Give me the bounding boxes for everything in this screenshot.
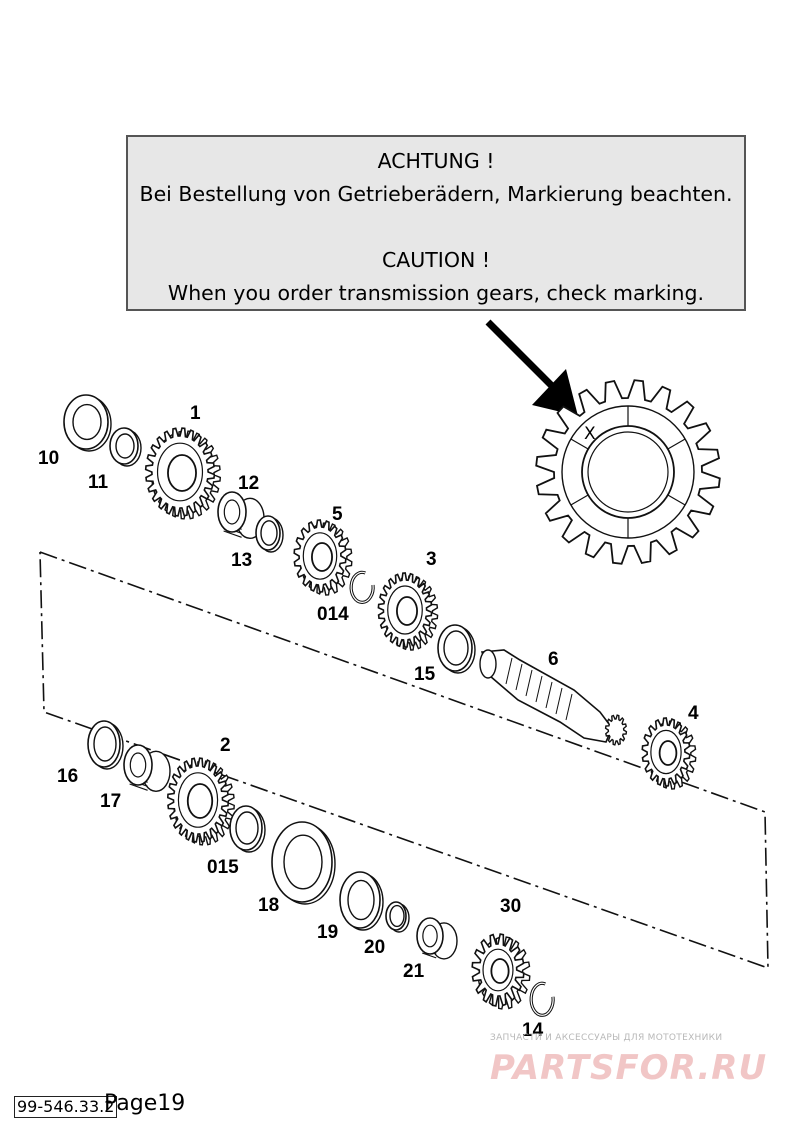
part-label-4: 4 bbox=[688, 703, 699, 724]
bearing-10 bbox=[63, 394, 112, 452]
circlip-014 bbox=[349, 570, 375, 604]
part-label-3: 3 bbox=[426, 549, 437, 570]
de-text: Bei Bestellung von Getrieberädern, Marki… bbox=[139, 182, 733, 206]
marking-x: X bbox=[584, 424, 596, 444]
part-label-14: 14 bbox=[522, 1020, 544, 1041]
part-label-16: 16 bbox=[57, 766, 79, 787]
part-label-19: 19 bbox=[317, 922, 339, 943]
gear-4 bbox=[641, 717, 697, 790]
washer-11 bbox=[109, 427, 142, 467]
part-label-20: 20 bbox=[364, 937, 386, 958]
o-ring-20 bbox=[385, 901, 410, 933]
caution-callout: ACHTUNG ! Bei Bestellung von Getrieberäd… bbox=[126, 135, 746, 311]
part-label-015: 015 bbox=[207, 857, 239, 878]
gear-2 bbox=[166, 757, 235, 846]
needle-bearing-17 bbox=[123, 744, 171, 792]
marking-arrow bbox=[485, 319, 561, 395]
part-label-2: 2 bbox=[220, 735, 231, 756]
page-number: Page19 bbox=[104, 1091, 186, 1116]
part-label-18: 18 bbox=[258, 895, 280, 916]
gear-5 bbox=[293, 519, 353, 596]
bearing-18 bbox=[271, 821, 336, 905]
watermark-tagline: ЗАПЧАСТИ И АКСЕССУАРЫ ДЛЯ МОТОТЕХНИКИ bbox=[490, 1033, 723, 1043]
gear-3 bbox=[377, 572, 439, 651]
marked-gear-detail bbox=[535, 379, 721, 565]
de-heading: ACHTUNG ! bbox=[377, 149, 495, 173]
part-label-5: 5 bbox=[332, 504, 343, 525]
part-label-1: 1 bbox=[190, 403, 201, 424]
watermark-brand: PARTSFOR.RU bbox=[490, 1048, 768, 1088]
en-text: When you order transmission gears, check… bbox=[167, 281, 705, 305]
gear-1 bbox=[144, 427, 222, 520]
assembly-outline bbox=[39, 551, 769, 970]
sprocket-30 bbox=[471, 933, 531, 1010]
part-label-13: 13 bbox=[231, 550, 253, 571]
washer-16 bbox=[87, 720, 124, 770]
shaft-6 bbox=[479, 649, 628, 746]
washer-15 bbox=[437, 624, 476, 674]
part-label-17: 17 bbox=[100, 791, 122, 812]
seal-19 bbox=[339, 871, 384, 931]
marking-arrowhead bbox=[532, 369, 578, 416]
en-heading: CAUTION ! bbox=[381, 248, 491, 272]
washer-13 bbox=[255, 515, 284, 553]
part-label-11: 11 bbox=[88, 472, 109, 493]
part-label-21: 21 bbox=[403, 961, 425, 982]
part-label-12: 12 bbox=[238, 473, 260, 494]
bushing-21 bbox=[416, 917, 458, 960]
part-label-10: 10 bbox=[38, 448, 60, 469]
washer-015 bbox=[229, 805, 266, 853]
circlip-14 bbox=[529, 981, 555, 1017]
part-label-30: 30 bbox=[500, 896, 522, 917]
part-label-014: 014 bbox=[317, 604, 349, 625]
document-id: 99-546.33.2 bbox=[14, 1096, 118, 1118]
part-label-15: 15 bbox=[414, 664, 436, 685]
part-label-6: 6 bbox=[548, 649, 559, 670]
